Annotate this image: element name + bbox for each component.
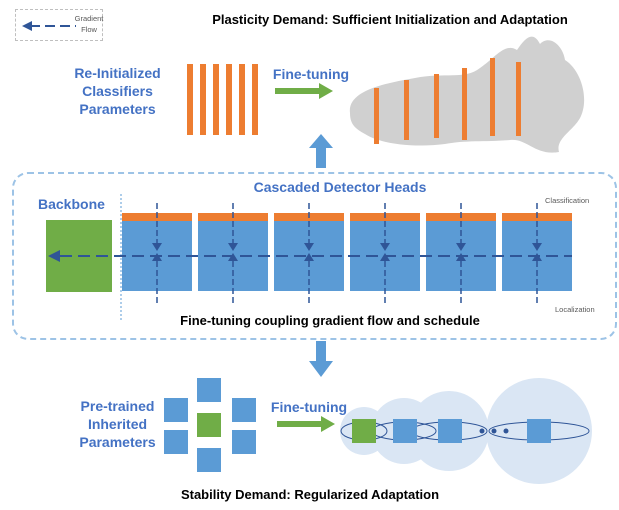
reinit-label-line1: Re-Initialized bbox=[74, 65, 161, 81]
middle-caption: Fine-tuning coupling gradient flow and s… bbox=[180, 313, 480, 328]
pretrained-parameter-blocks bbox=[164, 378, 256, 472]
bottom-finetune-label: Fine-tuning bbox=[270, 399, 348, 415]
reinit-label-line2: Classifiers bbox=[82, 83, 153, 99]
middle-container bbox=[12, 172, 617, 340]
legend-box bbox=[15, 9, 103, 41]
bottom-title: Stability Demand: Regularized Adaptation bbox=[180, 487, 440, 502]
localization-label: Localization bbox=[555, 305, 595, 314]
horizontal-gradient-flow bbox=[48, 250, 572, 262]
adaptation-landscape-blob bbox=[349, 36, 585, 153]
pretrained-label-line2: Inherited bbox=[87, 416, 148, 432]
cascaded-heads-graphic bbox=[46, 194, 572, 320]
backbone-label: Backbone bbox=[38, 196, 105, 212]
right-arrow-icon bbox=[277, 416, 335, 432]
legend-label-line2: Flow bbox=[81, 25, 97, 34]
pretrained-label-line1: Pre-trained bbox=[80, 398, 155, 414]
up-arrow-icon bbox=[309, 134, 333, 168]
reinit-label-line3: Parameters bbox=[79, 101, 156, 117]
gradient-flow-arrow-icon bbox=[22, 21, 76, 31]
legend-label-line1: Gradient bbox=[74, 14, 104, 23]
down-arrow-icon bbox=[309, 341, 333, 377]
classification-label: Classification bbox=[545, 196, 590, 205]
top-title: Plasticity Demand: Sufficient Initializa… bbox=[212, 12, 568, 27]
top-finetune-label: Fine-tuning bbox=[272, 66, 350, 82]
pretrained-label-line3: Parameters bbox=[79, 434, 156, 450]
reinit-classifier-bars bbox=[187, 64, 258, 135]
right-arrow-icon bbox=[275, 83, 333, 99]
cascaded-heads-label: Cascaded Detector Heads bbox=[253, 179, 427, 195]
